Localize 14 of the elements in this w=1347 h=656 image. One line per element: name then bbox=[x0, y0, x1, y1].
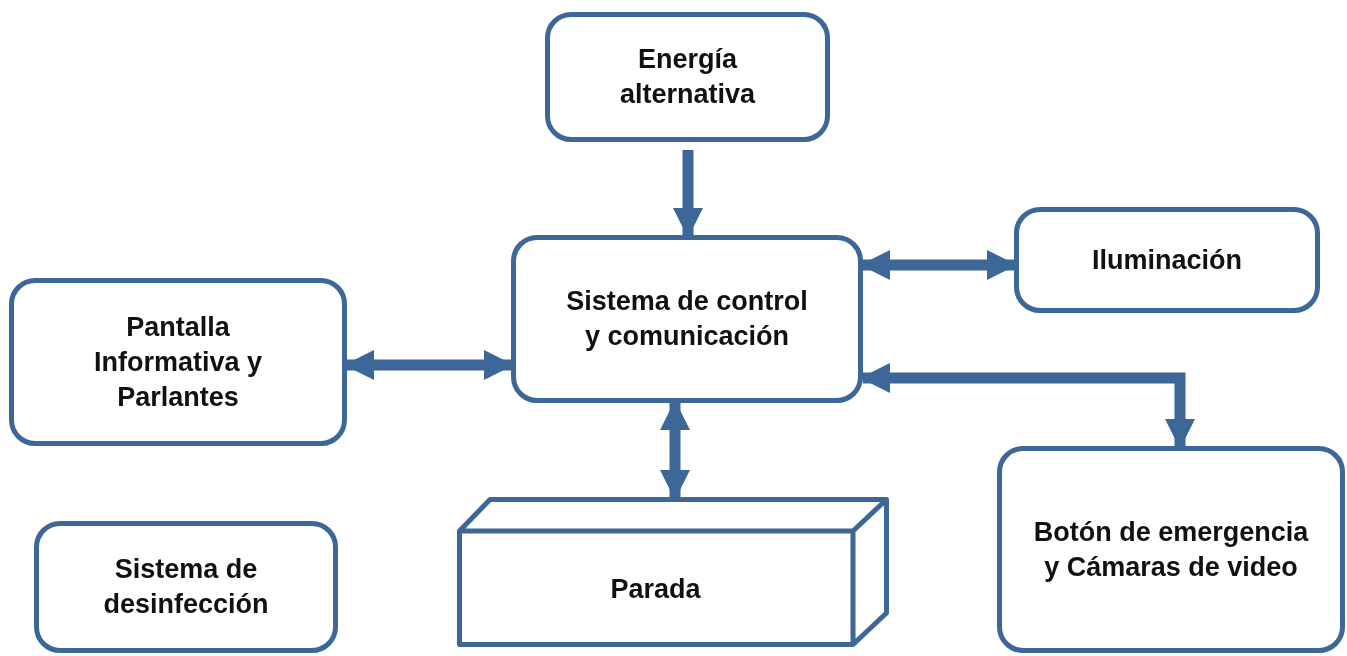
box-label: Pantalla Informativa y Parlantes bbox=[92, 310, 264, 414]
process-box bbox=[997, 446, 1345, 653]
process-box bbox=[545, 12, 830, 142]
process-box bbox=[9, 278, 347, 446]
box-label: Parada bbox=[609, 573, 702, 606]
process-box bbox=[511, 235, 863, 403]
box-label: Sistema de desinfección bbox=[102, 553, 270, 621]
platform-box-drawing bbox=[457, 497, 889, 647]
box-label: Sistema de control y comunicación bbox=[565, 285, 809, 353]
process-box bbox=[1014, 207, 1320, 313]
box-label: Botón de emergencia y Cámaras de video bbox=[1032, 515, 1310, 584]
box-label: Energía alternativa bbox=[618, 43, 757, 111]
process-box bbox=[34, 521, 338, 653]
box-label: Iluminación bbox=[1092, 243, 1242, 277]
